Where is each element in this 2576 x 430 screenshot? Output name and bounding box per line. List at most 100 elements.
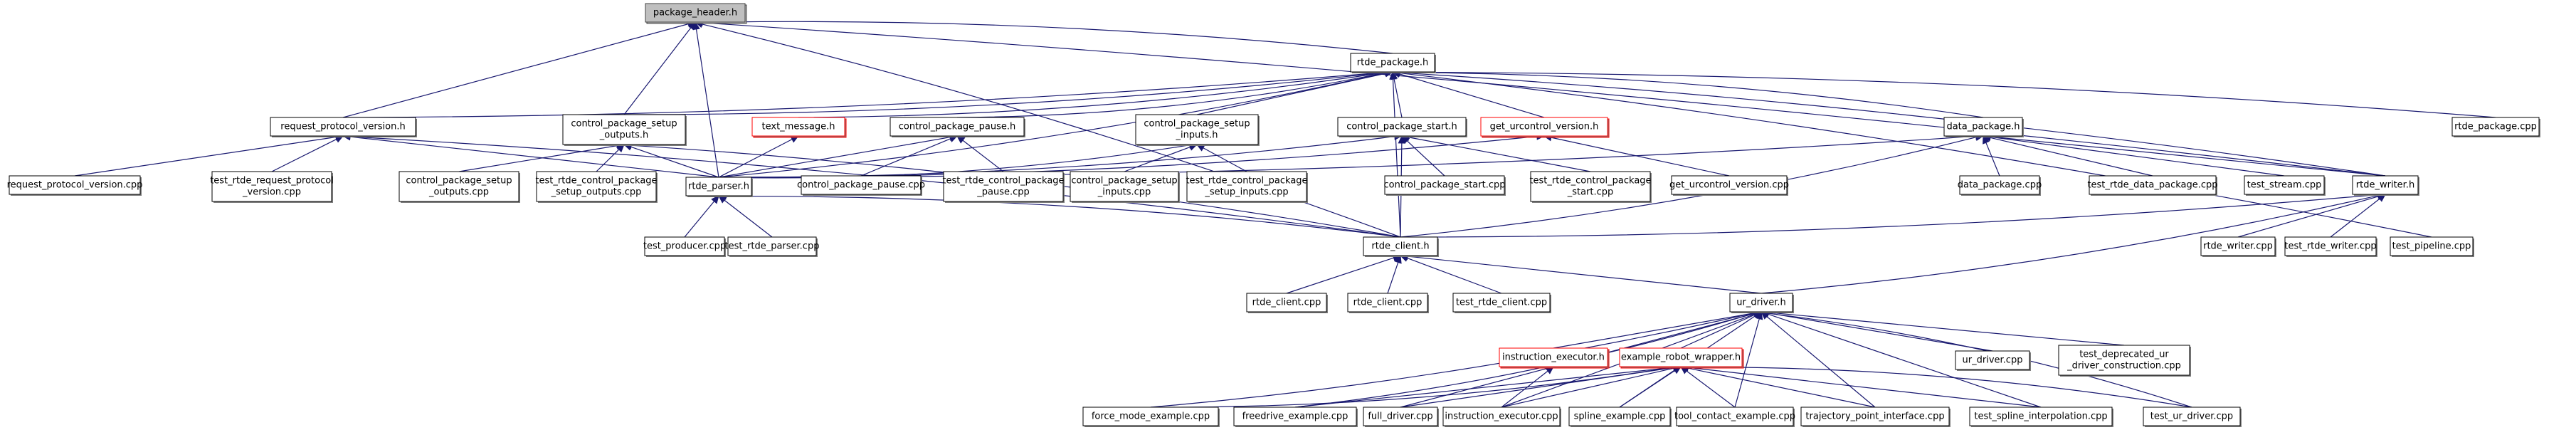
node-label: control_package_setup [1144, 119, 1250, 130]
node-control-package-setup-inputs-cpp[interactable]: control_package_setup_inputs.cpp [1070, 171, 1180, 203]
node-box [1619, 347, 1743, 367]
dependency-edge [1387, 254, 1402, 294]
node-box [1233, 407, 1357, 426]
node-box [2352, 175, 2419, 195]
node-get-urcontrol-version-h[interactable]: get_urcontrol_version.h [1480, 117, 1610, 138]
node-get-urcontrol-version-cpp[interactable]: get_urcontrol_version.cpp [1669, 175, 1789, 196]
node-control-package-start-cpp[interactable]: control_package_start.cpp [1383, 175, 1506, 196]
node-label: get_urcontrol_version.h [1490, 122, 1599, 132]
node-test-rtde-control-package-start-cpp[interactable]: test_rtde_control_package_start.cpp [1529, 171, 1652, 203]
edge-line [1399, 72, 2386, 177]
node-box [1800, 407, 1950, 426]
node-control-package-setup-outputs-h[interactable]: control_package_setup_outputs.h [562, 114, 687, 146]
dependency-edge [1195, 144, 1247, 172]
node-package-header-h[interactable]: package_header.h [645, 3, 747, 24]
node-test-rtde-request-protocol-version-cpp[interactable]: test_rtde_request_protocol_version.cpp [210, 171, 334, 203]
node-label: test_rtde_writer.cpp [2284, 241, 2376, 252]
node-control-package-setup-outputs-cpp[interactable]: control_package_setup_outputs.cpp [398, 171, 520, 203]
node-control-package-pause-cpp[interactable]: control_package_pause.cpp [797, 175, 925, 196]
dependency-edge [718, 132, 1985, 178]
node-ur-driver-h[interactable]: ur_driver.h [1729, 293, 1794, 313]
nodes-layer: package_header.h rtde_package.h request_pr… [7, 3, 2540, 427]
node-box [211, 171, 332, 202]
node-force-mode-example-cpp[interactable]: force_mode_example.cpp [1082, 407, 1220, 427]
edge-line [1766, 315, 1876, 408]
dependency-edge [1391, 69, 2432, 238]
node-request-protocol-version-cpp[interactable]: request_protocol_version.cpp [7, 175, 143, 196]
node-rtde-parser-h[interactable]: rtde_parser.h [685, 177, 753, 197]
node-data-package-h[interactable]: data_package.h [1943, 117, 2024, 137]
node-rtde-client-h[interactable]: rtde_client.h [1363, 236, 1439, 257]
node-test-rtde-control-package-setup-inputs-cpp[interactable]: test_rtde_control_package_setup_inputs.c… [1186, 171, 1308, 203]
node-control-package-setup-inputs-h[interactable]: control_package_setup_inputs.h [1135, 114, 1260, 146]
edge-line [956, 72, 1386, 118]
edge-line [1501, 367, 1674, 408]
node-test-rtde-parser-cpp[interactable]: test_rtde_parser.cpp [725, 236, 820, 257]
node-test-pipeline-cpp[interactable]: test_pipeline.cpp [2390, 236, 2474, 257]
node-tool-contact-example-cpp[interactable]: tool_contact_example.cpp [1674, 407, 1795, 427]
node-full-driver-cpp[interactable]: full_driver.cpp [1363, 407, 1439, 427]
node-box [1363, 407, 1438, 426]
node-box [1384, 175, 1505, 195]
node-ur-driver-cpp[interactable]: ur_driver.cpp [1955, 350, 2031, 371]
node-rtde-package-h[interactable]: rtde_package.h [1350, 53, 1436, 73]
node-test-spline-interpolation-cpp[interactable]: test_spline_interpolation.cpp [1969, 407, 2113, 427]
node-box [1959, 175, 2040, 195]
node-box [1363, 236, 1438, 256]
node-test-deprecated-ur-driver-construction-cpp[interactable]: test_deprecated_ur_driver_construction.c… [2058, 345, 2191, 377]
node-label: spline_example.cpp [1574, 411, 1666, 422]
node-rtde-package-cpp[interactable]: rtde_package.cpp [2451, 117, 2540, 137]
node-test-stream-cpp[interactable]: test_stream.cpp [2244, 175, 2326, 196]
edge-line [1768, 313, 2042, 408]
node-test-producer-cpp[interactable]: test_producer.cpp [643, 236, 726, 257]
node-rtde-writer-cpp[interactable]: rtde_writer.cpp [2200, 236, 2276, 257]
dependency-edge [718, 133, 959, 178]
edge-line [1150, 312, 1755, 408]
node-test-rtde-control-package-pause-cpp[interactable]: test_rtde_control_package_pause.cpp [942, 171, 1065, 203]
node-rtde-writer-h[interactable]: rtde_writer.h [2352, 175, 2419, 196]
node-instruction-executor-cpp[interactable]: instruction_executor.cpp [1442, 407, 1561, 427]
node-box [943, 171, 1064, 202]
node-label: control_package_start.cpp [1383, 180, 1505, 191]
node-test-rtde-writer-cpp[interactable]: test_rtde_writer.cpp [2284, 236, 2377, 257]
edge-line [1761, 194, 2379, 294]
node-box [1070, 171, 1179, 202]
node-trajectory-point-interface-cpp[interactable]: trajectory_point_interface.cpp [1800, 407, 1951, 427]
edge-arrowhead [1756, 310, 1763, 320]
node-label: test_rtde_client.cpp [1456, 298, 1547, 308]
node-freedrive-example-cpp[interactable]: freedrive_example.cpp [1233, 407, 1358, 427]
dependency-edge [1401, 135, 1445, 177]
node-text-message-h[interactable]: text_message.h [751, 117, 847, 138]
node-example-robot-wrapper-h[interactable]: example_robot_wrapper.h [1619, 347, 1744, 369]
node-label: rtde_client.cpp [1353, 298, 1422, 308]
dependency-edge [1553, 309, 1763, 349]
node-box [751, 117, 845, 137]
node-label: rtde_package.h [1357, 58, 1428, 68]
dependency-edge [74, 133, 344, 177]
node-box [1969, 407, 2113, 426]
edge-line [1393, 78, 1403, 118]
node-control-package-pause-h[interactable]: control_package_pause.h [890, 117, 1025, 137]
node-label: request_protocol_version.h [280, 122, 405, 132]
node-box [1350, 53, 1435, 73]
node-test-rtde-control-package-setup-outputs-cpp[interactable]: test_rtde_control_package_setup_outputs.… [535, 171, 658, 203]
node-box [270, 117, 416, 137]
node-instruction-executor-h[interactable]: instruction_executor.h [1499, 347, 1610, 369]
node-box [685, 177, 752, 196]
node-rtde-client-cpp-1[interactable]: rtde_client.cpp [1246, 293, 1328, 313]
node-control-package-start-h[interactable]: control_package_start.h [1337, 117, 1467, 137]
node-box [1568, 407, 1671, 426]
node-spline-example-cpp[interactable]: spline_example.cpp [1568, 407, 1672, 427]
node-request-protocol-version-h[interactable]: request_protocol_version.h [270, 117, 417, 137]
node-test-rtde-data-package-cpp[interactable]: test_rtde_data_package.cpp [2087, 175, 2218, 196]
node-test-rtde-client-cpp[interactable]: test_rtde_client.cpp [1452, 293, 1551, 313]
dependency-edge [1679, 364, 1876, 408]
node-label: request_protocol_version.cpp [7, 180, 143, 191]
node-rtde-client-cpp-2[interactable]: rtde_client.cpp [1347, 293, 1429, 313]
edge-line [724, 199, 773, 238]
node-test-ur-driver-cpp[interactable]: test_ur_driver.cpp [2143, 407, 2242, 427]
node-label: _setup_inputs.cpp [1204, 187, 1288, 198]
node-data-package-cpp[interactable]: data_package.cpp [1958, 175, 2042, 196]
node-box [1530, 171, 1651, 202]
edge-line [1985, 142, 2000, 177]
